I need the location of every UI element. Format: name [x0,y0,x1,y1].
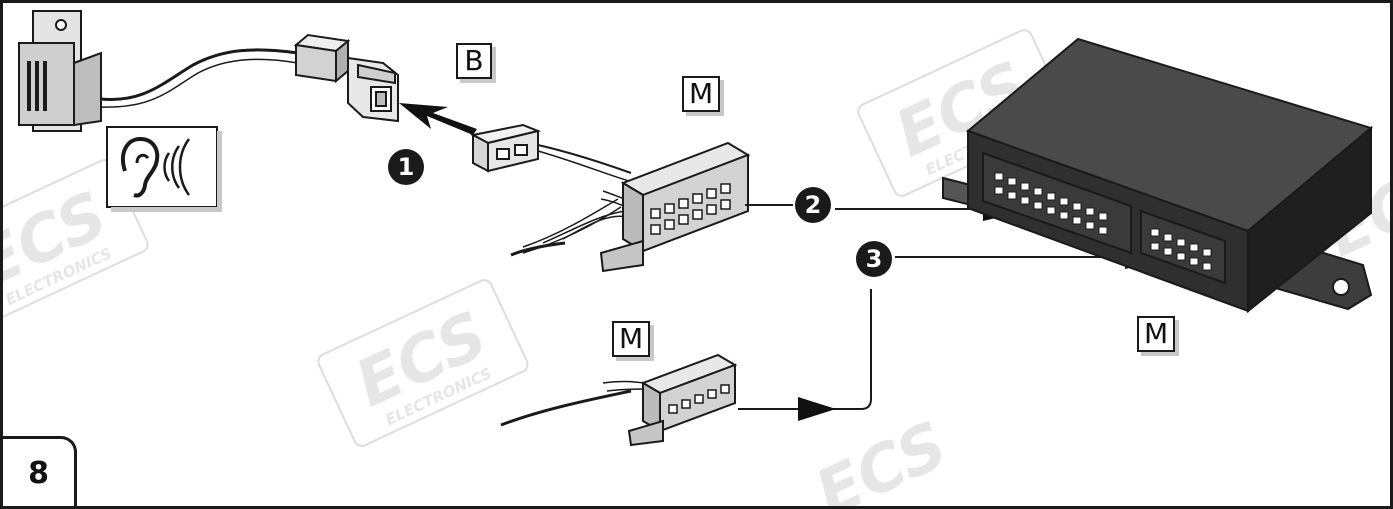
svg-text:ECS: ECS [805,408,958,509]
small-plug [470,123,542,173]
buzzer-connector [293,33,399,123]
diagram-artwork: ECS ELECTRONICS ECS ELECTRONICS ECS ELEC… [3,10,1390,509]
buzzer [18,10,102,132]
label-m-top-connector: M [682,76,721,112]
harness-connector-top [510,141,751,273]
label-m-module: M [1137,316,1176,352]
label-b: B [456,43,492,79]
sound-icon [106,126,222,212]
step-1-marker: 1 [388,149,424,185]
step-3-marker: 3 [856,241,892,277]
step-2-marker: 2 [795,187,831,223]
insert-arrow [399,103,477,135]
module-socket-pins [994,172,1212,271]
arrow-bottom [798,397,836,421]
buzzer-cable [100,48,299,102]
harness-connector-bottom [500,353,738,447]
label-m-bottom-connector: M [612,321,651,357]
figure-number: 8 [3,436,77,506]
